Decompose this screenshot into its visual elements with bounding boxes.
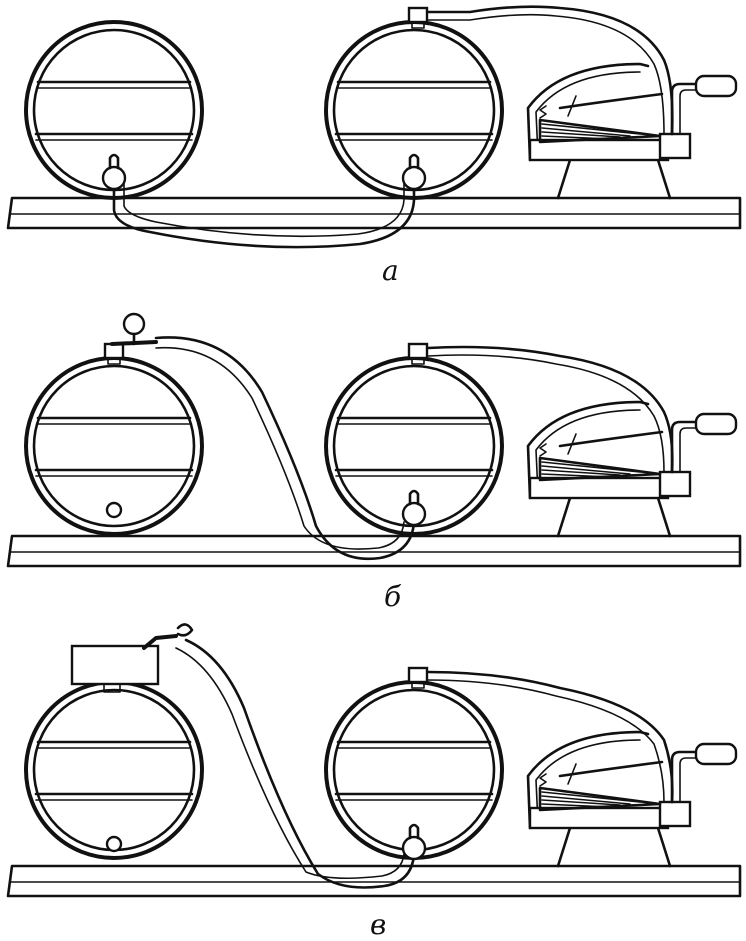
hose-top-c <box>426 670 674 804</box>
pump-a <box>526 62 738 200</box>
panel-c: в <box>6 623 742 941</box>
hose-top-a <box>426 5 674 136</box>
panel-a: a <box>6 5 742 287</box>
hose-bottom-a <box>112 180 416 249</box>
bung-right-b <box>407 342 429 366</box>
tap-left-a <box>101 153 127 191</box>
pump-b <box>526 400 738 538</box>
hose-top-b <box>426 345 674 474</box>
tap-right-c <box>401 823 427 861</box>
panel-label-c: в <box>370 908 386 941</box>
tap-right-a <box>401 153 427 191</box>
pump-c <box>526 730 738 868</box>
bung-right-a <box>407 6 429 30</box>
floor-beam-c <box>6 864 742 898</box>
tap-right-b <box>401 489 427 527</box>
bung-right-c <box>407 666 429 690</box>
floor-beam-b <box>6 534 742 568</box>
drain-hole-c <box>105 835 123 853</box>
panel-b: б <box>6 312 742 613</box>
drain-hole-b <box>105 501 123 519</box>
bung-left-b <box>103 342 125 366</box>
hose-s-c <box>184 638 416 889</box>
panel-label-a: a <box>382 254 399 287</box>
hose-s-b <box>154 336 416 561</box>
right-barrel-c <box>324 680 504 860</box>
panel-label-b: б <box>384 580 402 613</box>
left-barrel-c <box>24 680 204 860</box>
floor-beam-a <box>6 196 742 230</box>
tank-box-c <box>70 644 160 686</box>
